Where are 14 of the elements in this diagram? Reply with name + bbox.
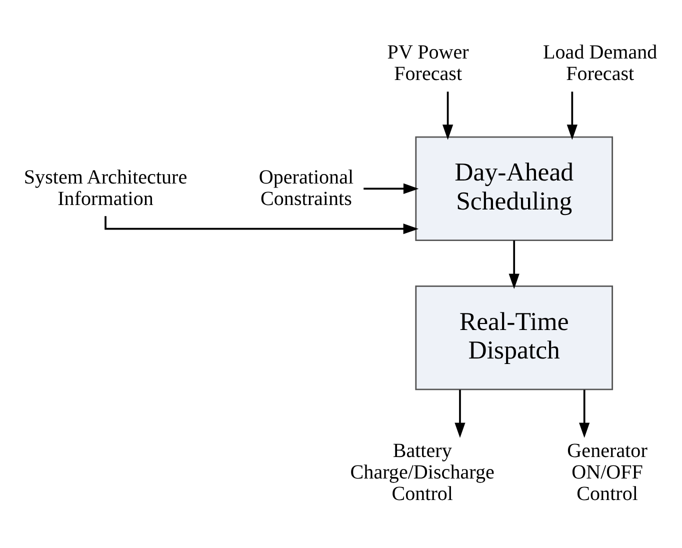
arrow [454, 390, 466, 438]
node-text: PV Power Forecast [387, 42, 469, 86]
node-text: Generator ON/OFF Control [567, 440, 648, 506]
node-box: Day-Ahead Scheduling [415, 136, 614, 242]
arrow [442, 92, 454, 140]
arrow [508, 240, 520, 289]
arrow [579, 390, 590, 438]
node-text: Load Demand Forecast [543, 42, 658, 86]
node-text: System Architecture Information [24, 166, 188, 210]
node-box: Real-Time Dispatch [415, 285, 614, 390]
node-text: Battery Charge/Discharge Control [350, 440, 494, 506]
node-text: Operational Constraints [258, 166, 354, 210]
arrow [364, 183, 419, 194]
arrow [566, 92, 578, 140]
